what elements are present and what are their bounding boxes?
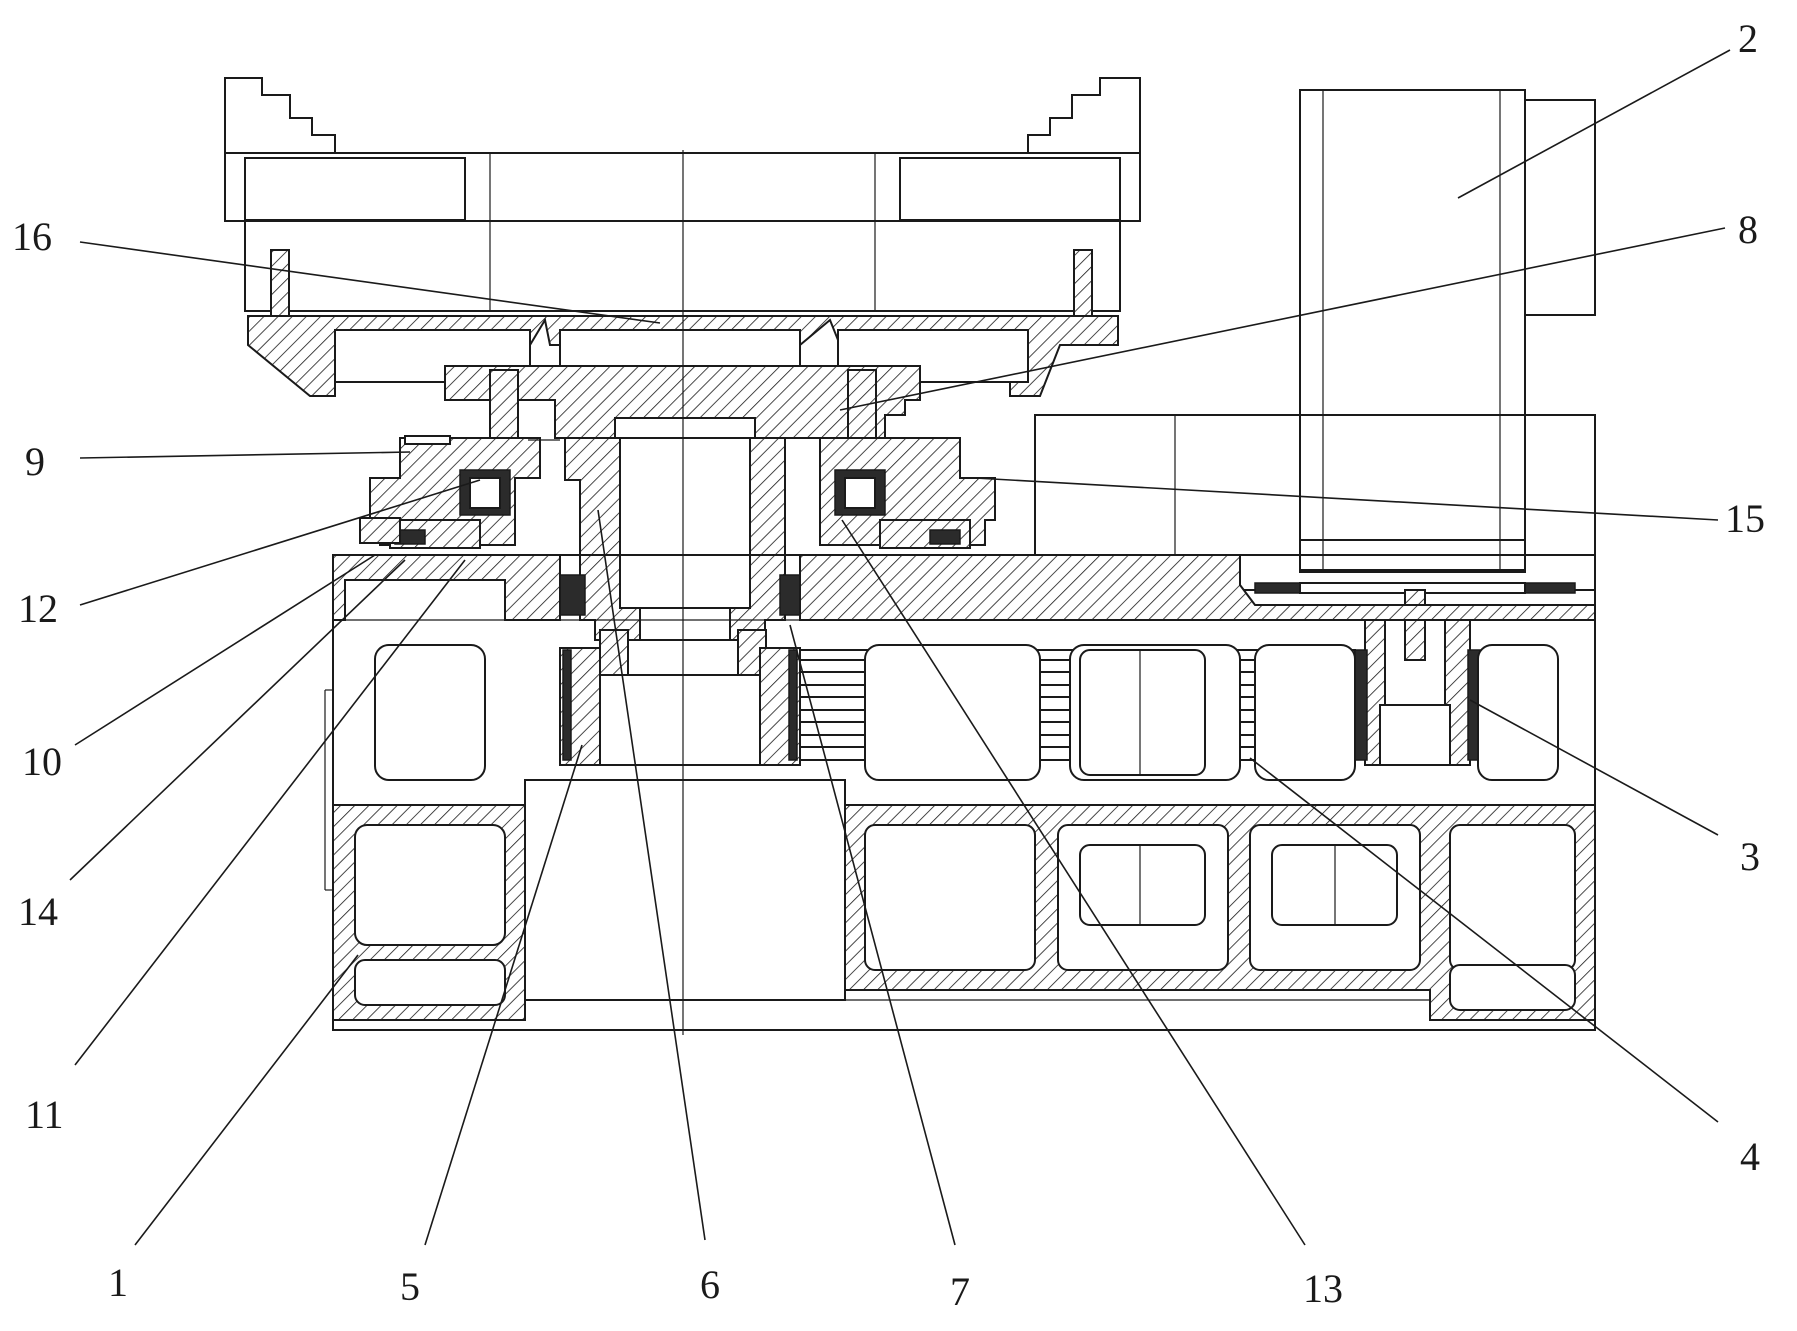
bearing-right [819, 437, 996, 549]
callout-2: 2 [1738, 16, 1758, 61]
turntable-plate [247, 315, 1119, 397]
callout-8: 8 [1738, 207, 1758, 252]
central-spindle [528, 437, 786, 681]
callout-14: 14 [18, 889, 58, 934]
callout-4: 4 [1740, 1134, 1760, 1179]
callout-16: 16 [12, 214, 52, 259]
callout-11: 11 [25, 1092, 64, 1137]
callout-labels: 16 2 8 9 15 12 10 14 11 1 5 6 7 13 4 3 [12, 16, 1765, 1314]
bearing-left [359, 435, 541, 549]
callout-10: 10 [22, 739, 62, 784]
callout-1: 1 [108, 1260, 128, 1305]
callout-7: 7 [950, 1269, 970, 1314]
callout-13: 13 [1303, 1266, 1343, 1311]
callout-5: 5 [400, 1264, 420, 1309]
callout-15: 15 [1725, 496, 1765, 541]
machine-base [324, 554, 1596, 1031]
callout-3: 3 [1740, 834, 1760, 879]
worm-gear [559, 574, 806, 766]
callout-6: 6 [700, 1262, 720, 1307]
callout-9: 9 [25, 439, 45, 484]
callout-12: 12 [18, 586, 58, 631]
leader-lines [69, 49, 1731, 1246]
motor-coupling [1354, 589, 1481, 766]
